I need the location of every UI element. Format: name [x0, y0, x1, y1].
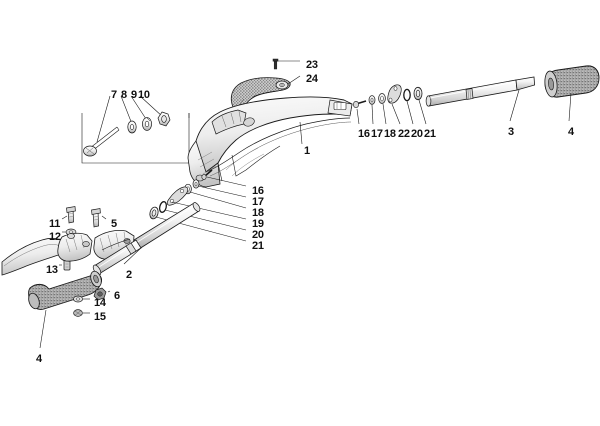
callout-screw-small: 15: [94, 311, 106, 323]
callout-boot-pin: 23: [306, 59, 318, 71]
leader-line-2: [123, 246, 143, 265]
part-clutch-lever-assembly: [1, 232, 93, 276]
callout-long-bolt: 7: [111, 89, 117, 101]
leader-lines-right-row: [356, 99, 427, 125]
callout-retaining-ring-right: 20: [411, 128, 423, 140]
leader-lines-7-10: [96, 95, 164, 143]
callout-pin-right: 16: [358, 128, 370, 140]
part-flat-washer: [127, 120, 137, 134]
part-boot-pin: [272, 58, 279, 70]
part-screw-small: [73, 309, 83, 317]
part-right-handlebar-tube: [425, 76, 536, 107]
part-retaining-ring-center: [158, 201, 168, 213]
part-lock-washer: [142, 117, 152, 131]
callout-throttle-link: 19: [252, 218, 264, 230]
leader-line-3-right: [509, 89, 520, 122]
part-spring-washer-right: [368, 95, 376, 105]
part-group-center-small: [149, 169, 213, 220]
part-right-hand-grip: [544, 65, 600, 98]
part-lever-screw: [66, 206, 76, 224]
part-pivot-bolt: [91, 208, 101, 228]
callout-clamp-nut: 6: [114, 290, 120, 302]
callout-spring-washer-right: 17: [371, 128, 383, 140]
callout-lever-nut: 12: [49, 231, 61, 243]
callout-rubber-boot: 24: [306, 73, 318, 85]
callout-right-hand-grip: 4: [568, 126, 574, 138]
callout-throttle-housing-body: 1: [304, 145, 310, 157]
callout-cable-adjuster: 13: [46, 264, 58, 276]
part-hex-nut: [157, 111, 171, 127]
part-retaining-ring-right: [403, 88, 411, 102]
callout-pivot-bolt: 5: [111, 218, 117, 230]
part-long-bolt: [83, 126, 120, 157]
callout-hex-nut: 10: [138, 89, 150, 101]
part-left-hand-grip: [28, 270, 102, 310]
callout-retaining-ring: 20: [252, 229, 264, 241]
callout-sleeve-right: 21: [424, 128, 436, 140]
leader-line-6: [107, 290, 111, 293]
callout-spring-washer: 17: [252, 196, 264, 208]
callout-left-hand-grip: 4: [36, 353, 42, 365]
callout-lever-screw: 11: [49, 218, 61, 230]
part-bushing-right: [378, 93, 386, 104]
callout-right-handlebar-tube: 3: [508, 126, 514, 138]
part-throttle-link-plate: [387, 84, 402, 104]
leader-lines-23-24: [278, 60, 301, 85]
part-left-handlebar-tube: [92, 202, 201, 276]
leader-line-4-left: [39, 309, 47, 349]
part-sleeve-center: [149, 206, 159, 220]
part-washer-small: [73, 295, 83, 303]
leader-lines-11-12: [61, 215, 68, 233]
callout-sleeve: 21: [252, 240, 264, 252]
part-spring-washer-center: [192, 179, 200, 189]
callout-bushing-right: 18: [384, 128, 396, 140]
callout-left-handlebar-tube: 2: [126, 269, 132, 281]
callout-washer-small: 14: [94, 297, 106, 309]
leader-lines-center-stack: [155, 176, 247, 242]
part-clamp-nut: [93, 287, 107, 301]
part-throttle-link-center: [166, 186, 189, 206]
leader-line-4-right: [568, 92, 572, 122]
part-sleeve-right: [413, 86, 423, 101]
group-bracket-7-10: [81, 113, 190, 164]
callout-lock-washer: 9: [131, 89, 137, 101]
part-group-right-small: [353, 84, 423, 109]
callout-bushing: 18: [252, 207, 264, 219]
callout-throttle-link-right: 22: [398, 128, 410, 140]
part-pin-right: [353, 100, 367, 109]
part-pin-center: [201, 169, 213, 180]
leader-line-1: [299, 121, 303, 145]
callout-flat-washer: 8: [121, 89, 127, 101]
callout-pin: 16: [252, 185, 264, 197]
leader-line-5: [101, 215, 107, 220]
part-throttle-housing-body: [187, 96, 353, 188]
